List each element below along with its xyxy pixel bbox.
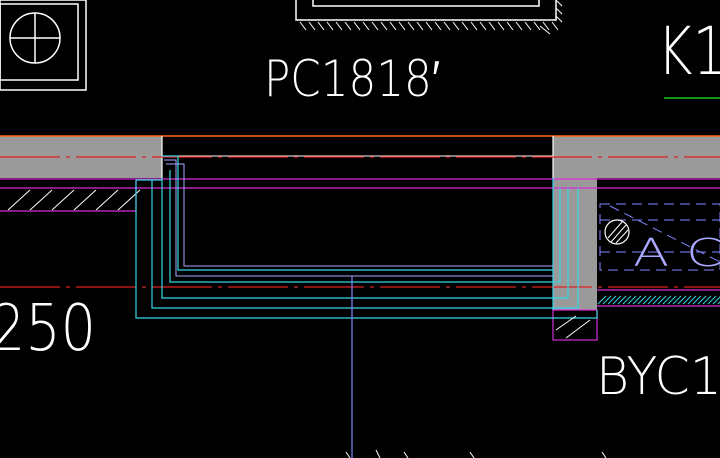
dimension-label: 250	[0, 292, 96, 366]
hatch-stroke	[533, 21, 541, 31]
hatch-stroke	[362, 21, 370, 31]
left-wall-hatch	[7, 189, 141, 211]
hatch-stroke	[452, 21, 460, 31]
hatch-stroke	[627, 295, 637, 305]
hatch-stroke	[470, 21, 478, 31]
cyan-hatch-strip	[597, 295, 720, 305]
right-hatched-panel: A C	[599, 203, 720, 275]
hatch-stroke	[380, 21, 388, 31]
hatch-stroke	[657, 295, 667, 305]
hatch-stroke	[602, 295, 612, 305]
hatch-stroke	[73, 189, 97, 211]
hatch-stroke	[299, 21, 307, 31]
hatch-stroke	[461, 21, 469, 31]
hatch-stroke	[407, 21, 415, 31]
hatch-stroke	[416, 21, 424, 31]
hatch-stroke	[335, 21, 343, 31]
hatch-stroke	[672, 295, 682, 305]
hatch-stroke	[612, 295, 622, 305]
inner-frame-lines	[164, 159, 553, 277]
top-frame	[295, 0, 563, 35]
hatch-stroke	[632, 295, 642, 305]
hatch-stroke	[326, 21, 334, 31]
column-hatch	[555, 315, 591, 339]
hatch-stroke	[717, 301, 720, 305]
hatch-stroke	[707, 295, 717, 305]
hatch-stroke	[488, 21, 496, 31]
title-fragment-label: K1	[657, 13, 720, 90]
hatch-stroke	[617, 295, 627, 305]
hatch-stroke	[677, 295, 687, 305]
hatched-circle-icon	[604, 219, 630, 245]
beam-tag-label: BYC1	[596, 347, 720, 407]
hatch-tag-label: A C	[633, 231, 720, 275]
hatch-stroke	[29, 189, 53, 211]
hatch-stroke	[371, 21, 379, 31]
hatch-stroke	[353, 21, 361, 31]
hatch-stroke	[702, 295, 712, 305]
window-tag-label: PC1818′	[264, 50, 440, 108]
hatch-stroke	[497, 21, 505, 31]
hatch-stroke	[7, 189, 31, 211]
magenta-lines	[0, 178, 720, 341]
hatch-stroke	[434, 21, 442, 31]
hatch-stroke	[479, 21, 487, 31]
hatch-stroke	[607, 295, 617, 305]
hatch-stroke	[308, 21, 316, 31]
hatch-stroke	[398, 21, 406, 31]
hatch-stroke	[506, 21, 514, 31]
hatch-stroke	[647, 295, 657, 305]
cyan-frame-lines	[135, 155, 598, 319]
hatch-stroke	[667, 295, 677, 305]
hatch-stroke	[597, 295, 607, 305]
hatch-stroke	[389, 21, 397, 31]
hatch-stroke	[555, 0, 563, 7]
hatch-stroke	[95, 189, 119, 211]
hatch-stroke	[692, 295, 702, 305]
hatch-stroke	[443, 21, 451, 31]
hatch-stroke	[682, 295, 692, 305]
hatch-stroke	[662, 295, 672, 305]
hatch-stroke	[51, 189, 75, 211]
hatch-stroke	[687, 295, 697, 305]
hatch-stroke	[652, 295, 662, 305]
hatch-stroke	[697, 295, 707, 305]
hatch-stroke	[317, 21, 325, 31]
red-axis-lines	[0, 156, 720, 288]
hatch-stroke	[524, 21, 532, 31]
hatch-stroke	[515, 21, 523, 31]
hatch-stroke	[344, 21, 352, 31]
hatch-stroke	[117, 189, 141, 211]
hatch-stroke	[642, 295, 652, 305]
hatch-stroke	[555, 15, 563, 23]
crosshair-circle-icon	[0, 0, 87, 91]
hatch-stroke	[622, 295, 632, 305]
hatch-stroke	[539, 25, 551, 35]
bottom-tick-marks	[345, 449, 607, 458]
hatch-stroke	[542, 21, 550, 31]
hatch-stroke	[555, 7, 563, 15]
hatch-stroke	[637, 295, 647, 305]
hatch-stroke	[551, 21, 559, 31]
hatch-stroke	[425, 21, 433, 31]
